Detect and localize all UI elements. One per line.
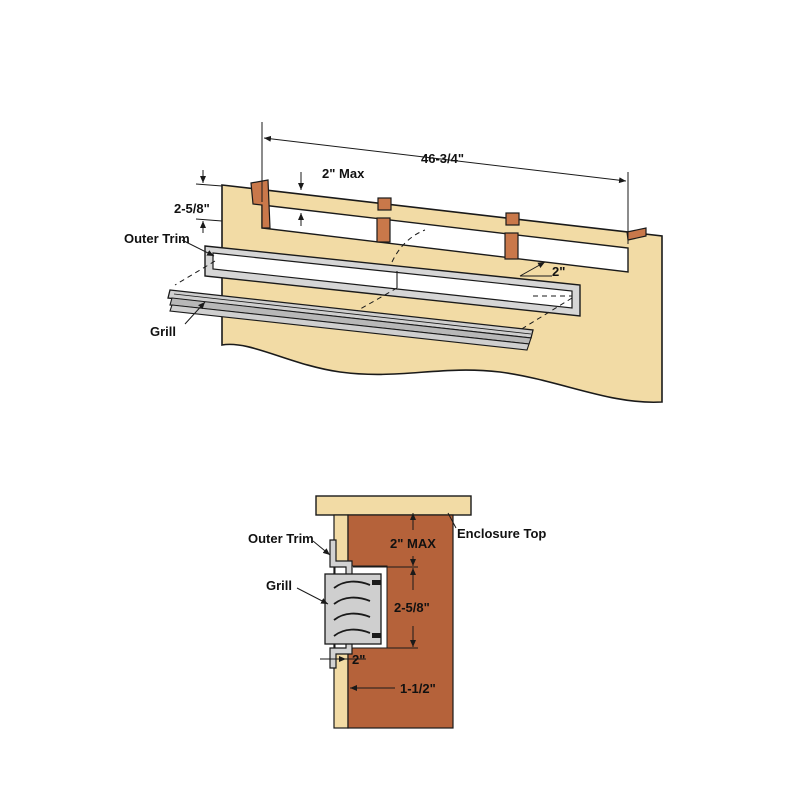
section-depth-label: 2" bbox=[352, 652, 365, 667]
section-dimensions bbox=[320, 513, 418, 691]
section-outer-trim-label: Outer Trim bbox=[248, 531, 314, 546]
section-height-label: 2-5/8" bbox=[394, 600, 430, 615]
width-label: 46-3/4" bbox=[421, 151, 464, 166]
height-label: 2-5/8" bbox=[174, 201, 210, 216]
section-max-label: 2" MAX bbox=[390, 536, 436, 551]
section-view: Outer Trim Grill Enclosure Top 2" MAX 2-… bbox=[248, 495, 546, 729]
dashed-guides bbox=[174, 229, 573, 331]
grill-fasteners bbox=[372, 580, 381, 638]
section-offset-label: 1-1/2" bbox=[400, 681, 436, 696]
depth-label: 2" bbox=[552, 264, 565, 279]
section-grill-leader bbox=[296, 587, 329, 605]
grill-louvers bbox=[333, 580, 371, 637]
outer-trim-leader bbox=[181, 239, 215, 257]
outer-trim-label: Outer Trim bbox=[124, 231, 190, 246]
grill-box bbox=[324, 573, 382, 645]
outer-trim-frame bbox=[204, 245, 581, 317]
grill-bars bbox=[167, 289, 534, 351]
section-outer-trim-leader bbox=[312, 540, 331, 556]
wall-studs bbox=[250, 179, 647, 260]
grill-leader bbox=[184, 301, 206, 325]
enclosure-top-board bbox=[315, 495, 472, 516]
height-dimension bbox=[195, 170, 223, 233]
enclosure-top-leader bbox=[447, 512, 457, 529]
perspective-view: 46-3/4" 2" Max 2-5/8" 2" Outer Trim Gril… bbox=[124, 122, 663, 404]
enclosure-top-label: Enclosure Top bbox=[457, 526, 546, 541]
grill-label: Grill bbox=[150, 324, 176, 339]
depth-dimension bbox=[519, 261, 552, 277]
section-grill-label: Grill bbox=[266, 578, 292, 593]
max-label: 2" Max bbox=[322, 166, 365, 181]
width-dimension bbox=[261, 122, 629, 244]
